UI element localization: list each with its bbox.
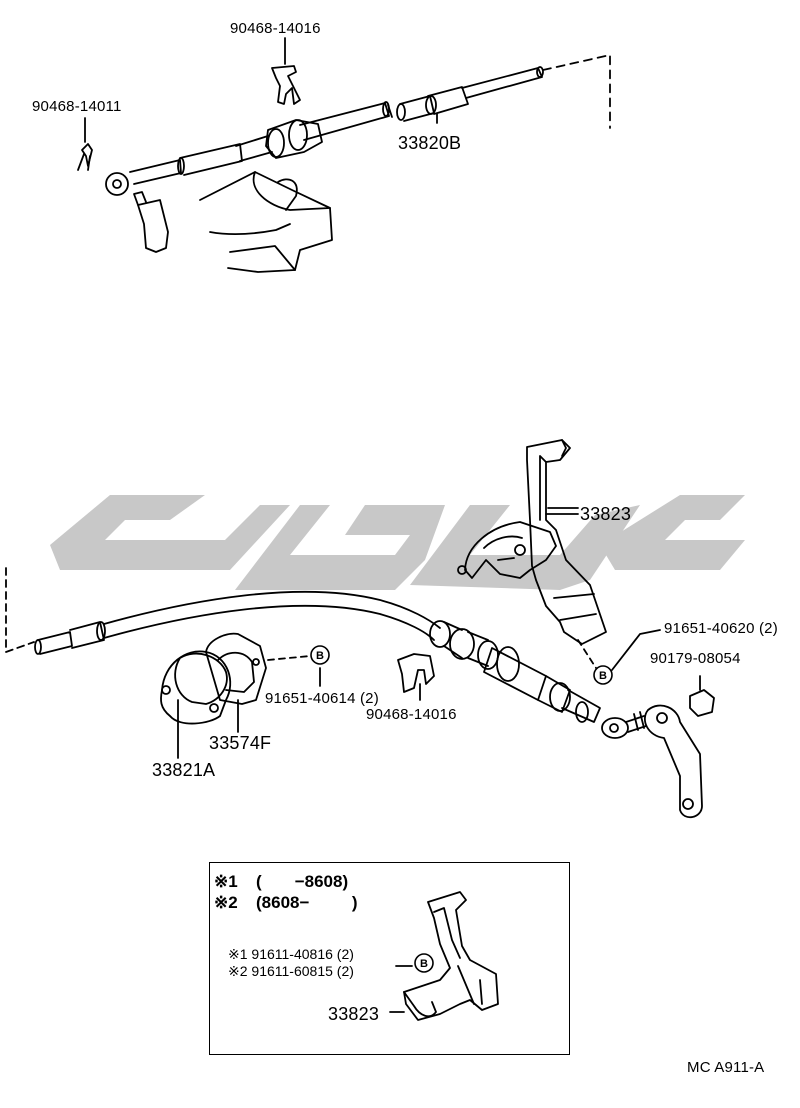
- inset-row2-range: (8608− ): [256, 893, 358, 912]
- footer-code: MC A911-A: [687, 1059, 765, 1076]
- b-marker-text: B B B: [316, 650, 607, 970]
- main-bracket: [457, 439, 607, 669]
- lower-cable: [5, 513, 715, 819]
- watermark-logo: [50, 495, 745, 590]
- b-marker-left: [310, 645, 330, 665]
- inset-note-2: ※2 91611-60815 (2): [228, 963, 354, 979]
- b-marker-right-label: B: [599, 670, 607, 682]
- b-markers: [310, 645, 613, 973]
- b-marker-inset: [414, 953, 434, 973]
- label-nut-right: 90179-08054: [650, 650, 741, 667]
- label-pin-top: 90468-14011: [32, 98, 122, 115]
- label-bracket: 33823: [580, 504, 632, 524]
- label-bolt-left: 91651-40614 (2): [265, 690, 379, 707]
- inset-row2-mark: ※2: [214, 893, 238, 912]
- inset-note-1: ※1 91611-40816 (2): [228, 946, 354, 962]
- inset-part-label: 33823: [328, 1004, 380, 1024]
- b-marker-right: [593, 665, 613, 685]
- inset-row1-mark: ※1: [214, 872, 238, 891]
- b-marker-inset-label: B: [420, 958, 428, 970]
- label-bolt-right: 91651-40620 (2): [664, 620, 778, 637]
- label-gasket: 33574F: [209, 733, 272, 753]
- inset-bracket: [389, 891, 499, 1021]
- label-retainer: 33821A: [152, 760, 216, 780]
- label-clip-top: 90468-14016: [230, 20, 321, 37]
- inset-panel: [209, 862, 570, 1055]
- label-cable-top: 33820B: [398, 133, 462, 153]
- linework: [5, 37, 715, 1021]
- inset-row1-range: ( −8608): [256, 872, 349, 891]
- b-marker-left-label: B: [316, 650, 324, 662]
- label-clip-bottom: 90468-14016: [366, 706, 457, 723]
- upper-cable: [77, 37, 611, 273]
